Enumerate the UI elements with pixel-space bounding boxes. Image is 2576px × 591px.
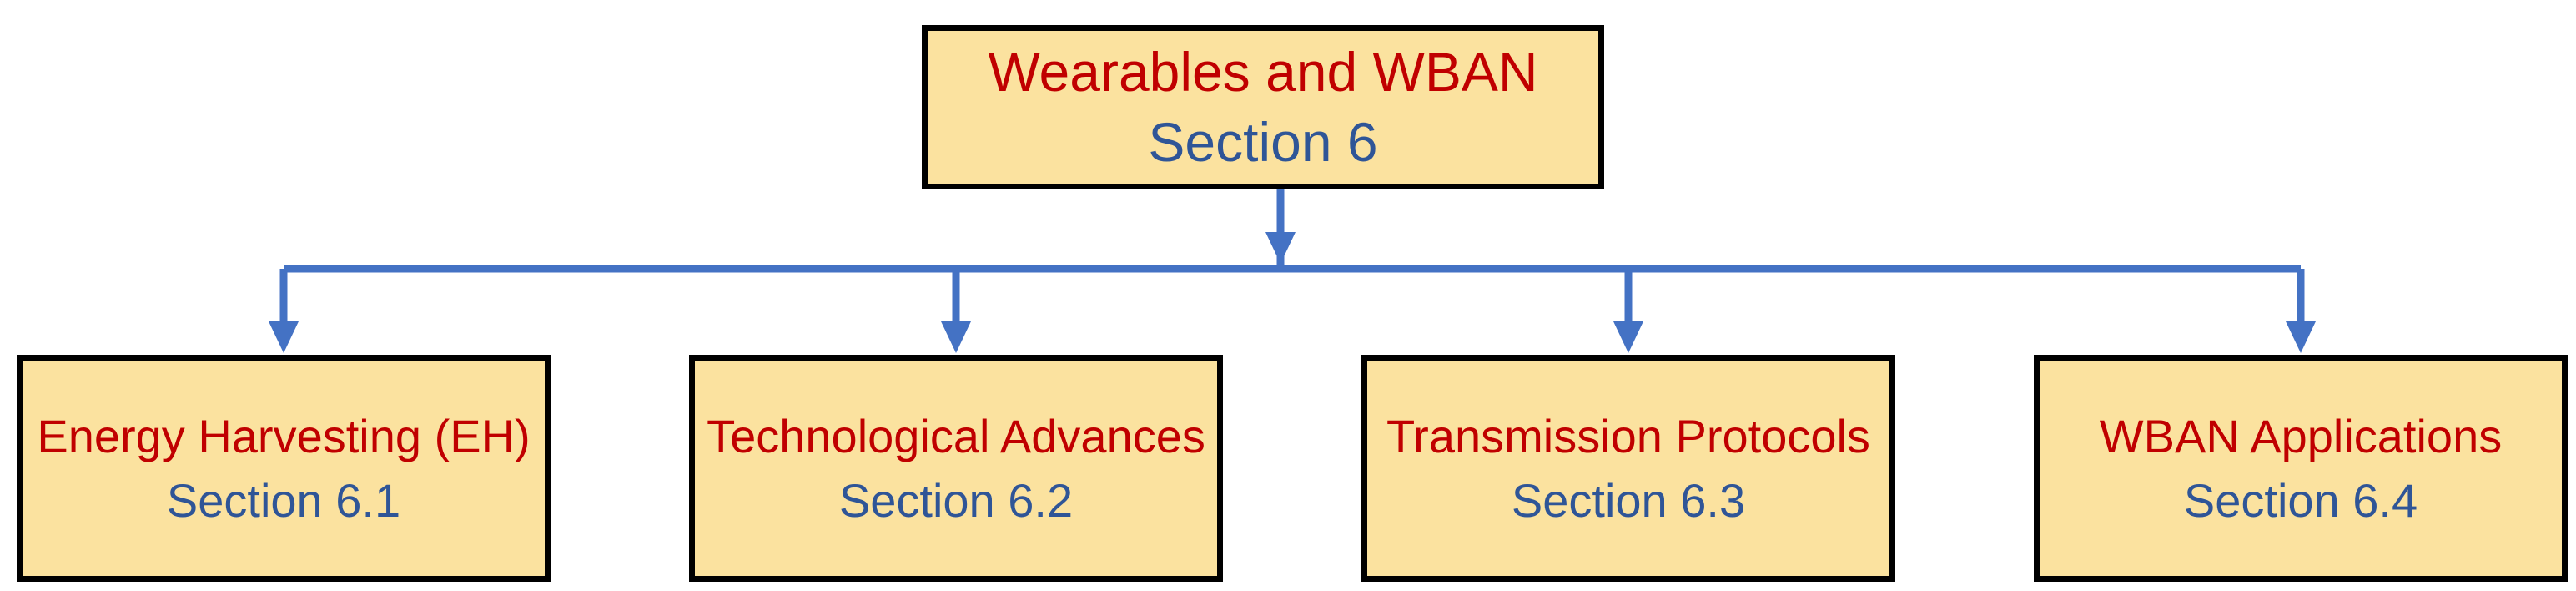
child-node-title: WBAN Applications: [2099, 409, 2503, 462]
child-node-title: Transmission Protocols: [1386, 409, 1870, 462]
child-node-title: Technological Advances: [707, 409, 1205, 462]
root-node-wearables-wban: Wearables and WBAN Section 6: [922, 25, 1604, 189]
child-node-title: Energy Harvesting (EH): [37, 409, 531, 462]
arrowhead-2: [941, 321, 971, 353]
child-node-section: Section 6.2: [838, 474, 1074, 527]
child-node-section: Section 6.4: [2183, 474, 2418, 527]
child-node-wban-applications: WBAN Applications Section 6.4: [2034, 355, 2568, 582]
child-node-section: Section 6.1: [166, 474, 401, 527]
root-node-title: Wearables and WBAN: [988, 41, 1538, 104]
child-node-section: Section 6.3: [1511, 474, 1746, 527]
arrowhead-4: [2286, 321, 2316, 353]
arrowhead-1: [269, 321, 299, 353]
child-node-energy-harvesting: Energy Harvesting (EH) Section 6.1: [17, 355, 551, 582]
child-node-transmission-protocols: Transmission Protocols Section 6.3: [1361, 355, 1895, 582]
root-node-section: Section 6: [1148, 110, 1378, 173]
root-arrowhead: [1265, 232, 1296, 264]
child-node-technological-advances: Technological Advances Section 6.2: [689, 355, 1223, 582]
arrowhead-3: [1613, 321, 1643, 353]
